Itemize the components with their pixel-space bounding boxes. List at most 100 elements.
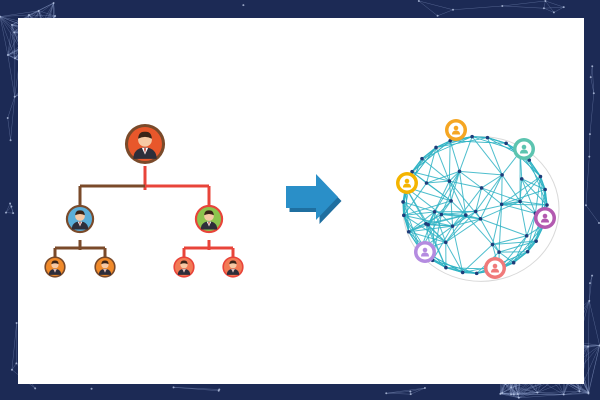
network-link [449,170,460,182]
bg-link [418,0,438,16]
network-node [448,138,452,143]
bg-dot [510,393,513,396]
network-node [470,134,474,139]
network-link [421,158,450,182]
network-node [499,202,504,207]
bg-link [591,66,595,94]
avatar-tie [143,148,147,154]
bg-dot [544,0,547,2]
network-link [519,200,536,214]
bg-link [588,345,600,394]
network-link [426,170,460,184]
bg-dot [597,221,600,224]
bg-dot [217,389,220,392]
avatar-hair [229,260,237,265]
network-link [475,187,483,212]
bg-dot [242,4,245,7]
network-link [481,187,521,202]
bg-dot [6,54,9,57]
bg-dot [0,15,2,18]
network-link [527,213,536,252]
bg-dot [423,387,426,390]
bg-link [579,391,589,394]
network-link [435,136,473,148]
network-link [421,147,437,160]
network-link [448,180,467,216]
network-link [458,171,467,216]
network-link [403,214,447,243]
network-link [435,137,488,148]
avatar-tie [79,222,81,226]
network-link [408,223,427,233]
bg-dot [12,212,15,215]
bg-link [563,393,589,395]
bg-dot [542,7,545,10]
bg-dot [516,393,519,396]
network-link [402,201,405,216]
network-link [521,178,536,214]
bg-link [510,394,519,399]
network-node [432,210,437,214]
bg-link [589,134,591,157]
bg-link [28,10,39,16]
network-node [524,233,529,238]
network-link [501,189,546,205]
bg-dot [501,392,504,395]
network-link [435,140,451,149]
avatar-leaf [94,256,116,278]
network-link [445,267,463,273]
bg-dot [10,368,13,371]
bg-dot [588,282,591,285]
bg-link [590,77,595,94]
network-node [511,260,516,265]
network-node [543,187,547,192]
network-node [450,224,455,228]
network-link [501,200,521,205]
network-link [432,259,477,274]
badge-user-head [422,247,428,253]
bg-link [437,9,454,17]
bg-link [502,0,546,7]
network-link [452,210,476,227]
network-node [447,179,452,183]
bg-link [589,275,593,301]
network-link [425,214,442,225]
network-link [445,214,467,243]
network-node [474,271,479,276]
bg-dot [15,362,18,365]
bg-link [543,0,546,9]
network-link [519,178,523,202]
network-link [491,204,503,245]
network-node [406,229,411,234]
bg-link [453,5,503,11]
network-link [441,210,476,216]
network-node [444,265,448,270]
bg-dot [90,387,93,390]
network-link [434,171,460,213]
network-node [538,174,543,179]
avatar-tie [208,222,210,226]
network-link [480,174,503,220]
right-arrow-icon [286,174,342,224]
network-node [457,169,462,174]
network-node [410,169,414,174]
bg-link [502,392,519,399]
bg-link [563,391,580,395]
network-link [432,259,447,269]
avatar-mid-right [194,204,224,234]
bg-link [7,24,13,56]
bg-link [590,66,593,78]
network-node [519,177,524,181]
network-link [421,136,473,160]
bg-dot [591,274,594,277]
network-link [498,251,514,264]
user-badge-icon [445,119,467,141]
bg-link [11,206,14,214]
network-link [527,240,537,253]
bg-dot [436,14,439,17]
bg-dot [409,393,412,396]
network-node [434,145,438,150]
network-node [420,156,424,161]
bg-link [11,322,17,370]
network-link [411,158,423,173]
